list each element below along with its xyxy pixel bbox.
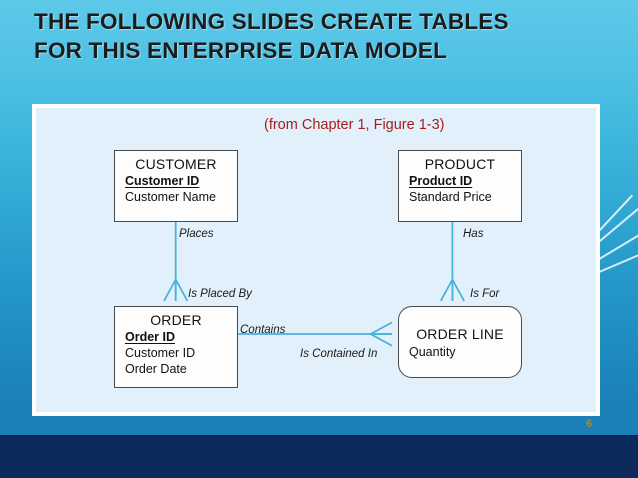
entity-order-attribute-pk: Order ID [125,330,176,344]
page-number: 6 [586,418,593,430]
entity-order-attribute-2: Order Date [125,362,187,376]
crowsfoot-orderline-order [370,321,393,347]
relationship-label-contains: Contains [240,324,286,336]
entity-order-line-name: ORDER LINE [416,326,504,342]
page-title-line-2: FOR THIS ENTERPRISE DATA MODEL [34,37,448,63]
entity-product-name: PRODUCT [424,156,496,172]
entity-product-attribute-1: Standard Price [409,190,492,204]
entity-order-attribute-1: Customer ID [125,346,196,360]
crowsfoot-orderline-product [439,279,465,302]
relationship-label-is-placed-by: Is Placed By [188,288,252,300]
entity-product-attribute-pk: Product ID [409,174,473,188]
page-title: THE FOLLOWING SLIDES CREATE TABLES FOR T… [34,8,614,66]
crowsfoot-order [163,279,189,302]
entity-customer[interactable]: CUSTOMER Customer ID Customer Name [114,150,238,222]
entity-order-line-attribute-1: Quantity [409,345,456,359]
relationship-label-is-for: Is For [470,288,500,300]
content-panel: (from Chapter 1, Figure 1-3) Place [32,104,600,416]
entity-order-line[interactable]: ORDER LINE Quantity [398,306,522,378]
relationship-label-is-contained-in: Is Contained In [300,348,378,360]
entity-product[interactable]: PRODUCT Product ID Standard Price [398,150,522,222]
er-diagram: (from Chapter 1, Figure 1-3) Place [36,108,596,412]
relationship-label-has: Has [463,228,484,240]
relationship-label-places: Places [179,228,214,240]
entity-order[interactable]: ORDER Order ID Customer ID Order Date [114,306,238,388]
page-title-line-1: THE FOLLOWING SLIDES CREATE TABLES [34,9,509,34]
diagram-caption: (from Chapter 1, Figure 1-3) [264,117,445,133]
entity-order-name: ORDER [150,312,202,328]
entity-customer-attribute-pk: Customer ID [125,174,200,188]
entity-customer-name: CUSTOMER [135,156,217,172]
entity-customer-attribute-1: Customer Name [125,190,216,204]
footer-band [0,435,638,478]
